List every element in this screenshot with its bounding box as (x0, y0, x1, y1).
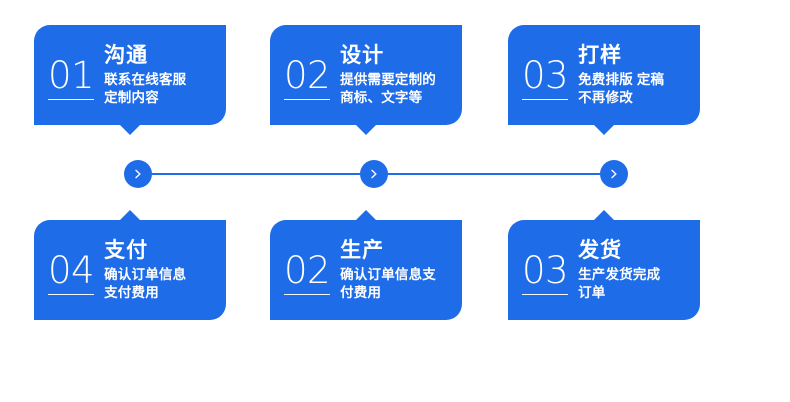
step-description-line: 商标、文字等 (340, 90, 423, 106)
step-card[interactable]: 03 发货 生产发货完成 订单 (508, 210, 700, 320)
chevron-right-icon (368, 168, 380, 180)
step-number-block: 01 (48, 51, 95, 100)
step-number-block: 03 (522, 51, 569, 100)
step-title: 打样 (578, 43, 623, 67)
step-card[interactable]: 03 打样 免费排版 定稿 不再修改 (508, 25, 700, 135)
step-text-block: 支付 确认订单信息 支付费用 (104, 237, 216, 303)
step-description-line: 付费用 (340, 285, 382, 301)
step-description-line: 不再修改 (578, 90, 633, 106)
flow-connector (0, 158, 790, 190)
step-description-line: 免费排版 定稿 (578, 71, 665, 87)
step-text-block: 沟通 联系在线客服 定制内容 (104, 42, 216, 108)
card-pointer-down-icon (119, 124, 141, 135)
chevron-right-icon (608, 168, 620, 180)
step-title: 生产 (340, 238, 385, 262)
step-description-line: 定制内容 (104, 90, 159, 106)
step-number: 03 (522, 248, 569, 292)
step-number-block: 04 (48, 246, 95, 295)
bottom-step-row: 04 支付 确认订单信息 支付费用 02 生产 确认订单信息支 (0, 210, 790, 340)
card-pointer-up-icon (593, 210, 615, 221)
card-pointer-up-icon (119, 210, 141, 221)
step-text-block: 打样 免费排版 定稿 不再修改 (578, 42, 690, 108)
step-title: 沟通 (104, 43, 149, 67)
step-card[interactable]: 01 沟通 联系在线客服 定制内容 (34, 25, 226, 135)
step-description-line: 生产发货完成 (578, 266, 661, 282)
step-number-block: 02 (284, 246, 331, 295)
step-number: 03 (522, 53, 569, 97)
step-title: 发货 (578, 238, 623, 262)
step-number-underline (522, 98, 569, 100)
step-description-line: 联系在线客服 (104, 71, 187, 87)
step-description-line: 确认订单信息 (104, 266, 187, 282)
step-description-line: 订单 (578, 285, 606, 301)
card-pointer-up-icon (355, 210, 377, 221)
connector-node[interactable] (600, 160, 628, 188)
step-text-block: 发货 生产发货完成 订单 (578, 237, 690, 303)
step-card[interactable]: 04 支付 确认订单信息 支付费用 (34, 210, 226, 320)
step-number-block: 03 (522, 246, 569, 295)
top-step-row: 01 沟通 联系在线客服 定制内容 02 设计 提供需要定制的 (0, 25, 790, 145)
step-number-underline (284, 98, 331, 100)
step-card[interactable]: 02 设计 提供需要定制的 商标、文字等 (270, 25, 462, 135)
step-title: 支付 (104, 238, 149, 262)
step-description-line: 确认订单信息支 (340, 266, 436, 282)
step-title: 设计 (340, 43, 385, 67)
chevron-right-icon (132, 168, 144, 180)
step-text-block: 生产 确认订单信息支 付费用 (340, 237, 452, 303)
step-number-underline (284, 293, 331, 295)
step-number-block: 02 (284, 51, 331, 100)
step-number: 04 (48, 248, 95, 292)
card-pointer-down-icon (593, 124, 615, 135)
step-text-block: 设计 提供需要定制的 商标、文字等 (340, 42, 452, 108)
connector-node[interactable] (360, 160, 388, 188)
step-number-underline (48, 293, 95, 295)
step-number: 01 (48, 53, 95, 97)
step-number: 02 (284, 248, 331, 292)
card-pointer-down-icon (355, 124, 377, 135)
step-description-line: 支付费用 (104, 285, 159, 301)
connector-node[interactable] (124, 160, 152, 188)
step-card[interactable]: 02 生产 确认订单信息支 付费用 (270, 210, 462, 320)
step-number-underline (522, 293, 569, 295)
step-number: 02 (284, 53, 331, 97)
step-description-line: 提供需要定制的 (340, 71, 436, 87)
step-number-underline (48, 98, 95, 100)
